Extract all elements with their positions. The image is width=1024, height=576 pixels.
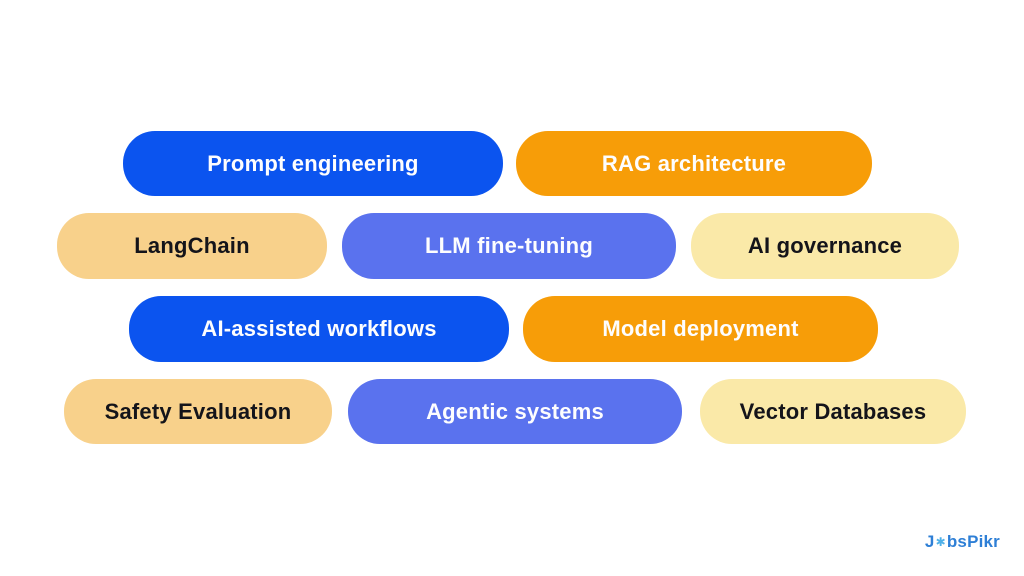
pill-model-deployment-label: Model deployment	[602, 316, 799, 341]
pill-langchain-label: LangChain	[134, 233, 250, 258]
pill-agentic-systems[interactable]: Agentic systems	[348, 379, 682, 444]
jobspikr-logo-star-icon: ✱	[935, 535, 946, 549]
pill-prompt-engineering[interactable]: Prompt engineering	[123, 131, 503, 196]
pill-agentic-systems-label: Agentic systems	[426, 398, 604, 424]
pill-vector-databases[interactable]: Vector Databases	[700, 379, 966, 444]
pill-rag-architecture[interactable]: RAG architecture	[516, 131, 872, 196]
pill-model-deployment[interactable]: Model deployment	[523, 296, 878, 362]
pill-safety-evaluation[interactable]: Safety Evaluation	[64, 379, 332, 444]
jobspikr-logo-part2: bsPikr	[946, 532, 1000, 551]
pill-langchain[interactable]: LangChain	[57, 213, 327, 279]
pill-ai-assisted-workflows-label: AI-assisted workflows	[201, 316, 437, 341]
pill-safety-evaluation-label: Safety Evaluation	[104, 398, 292, 424]
pill-prompt-engineering-label: Prompt engineering	[207, 150, 419, 176]
pill-vector-databases-label: Vector Databases	[739, 398, 927, 424]
pill-ai-governance-label: AI governance	[747, 233, 903, 258]
jobspikr-logo-part1: J	[924, 532, 935, 551]
pill-llm-fine-tuning[interactable]: LLM fine-tuning	[342, 213, 676, 279]
pill-ai-assisted-workflows[interactable]: AI-assisted workflows	[129, 296, 509, 362]
pill-ai-governance[interactable]: AI governance	[691, 213, 959, 279]
jobspikr-logo: J ✱ bsPikr	[925, 532, 1000, 552]
pill-llm-fine-tuning-label: LLM fine-tuning	[425, 233, 593, 258]
pill-rag-architecture-label: RAG architecture	[601, 150, 787, 176]
